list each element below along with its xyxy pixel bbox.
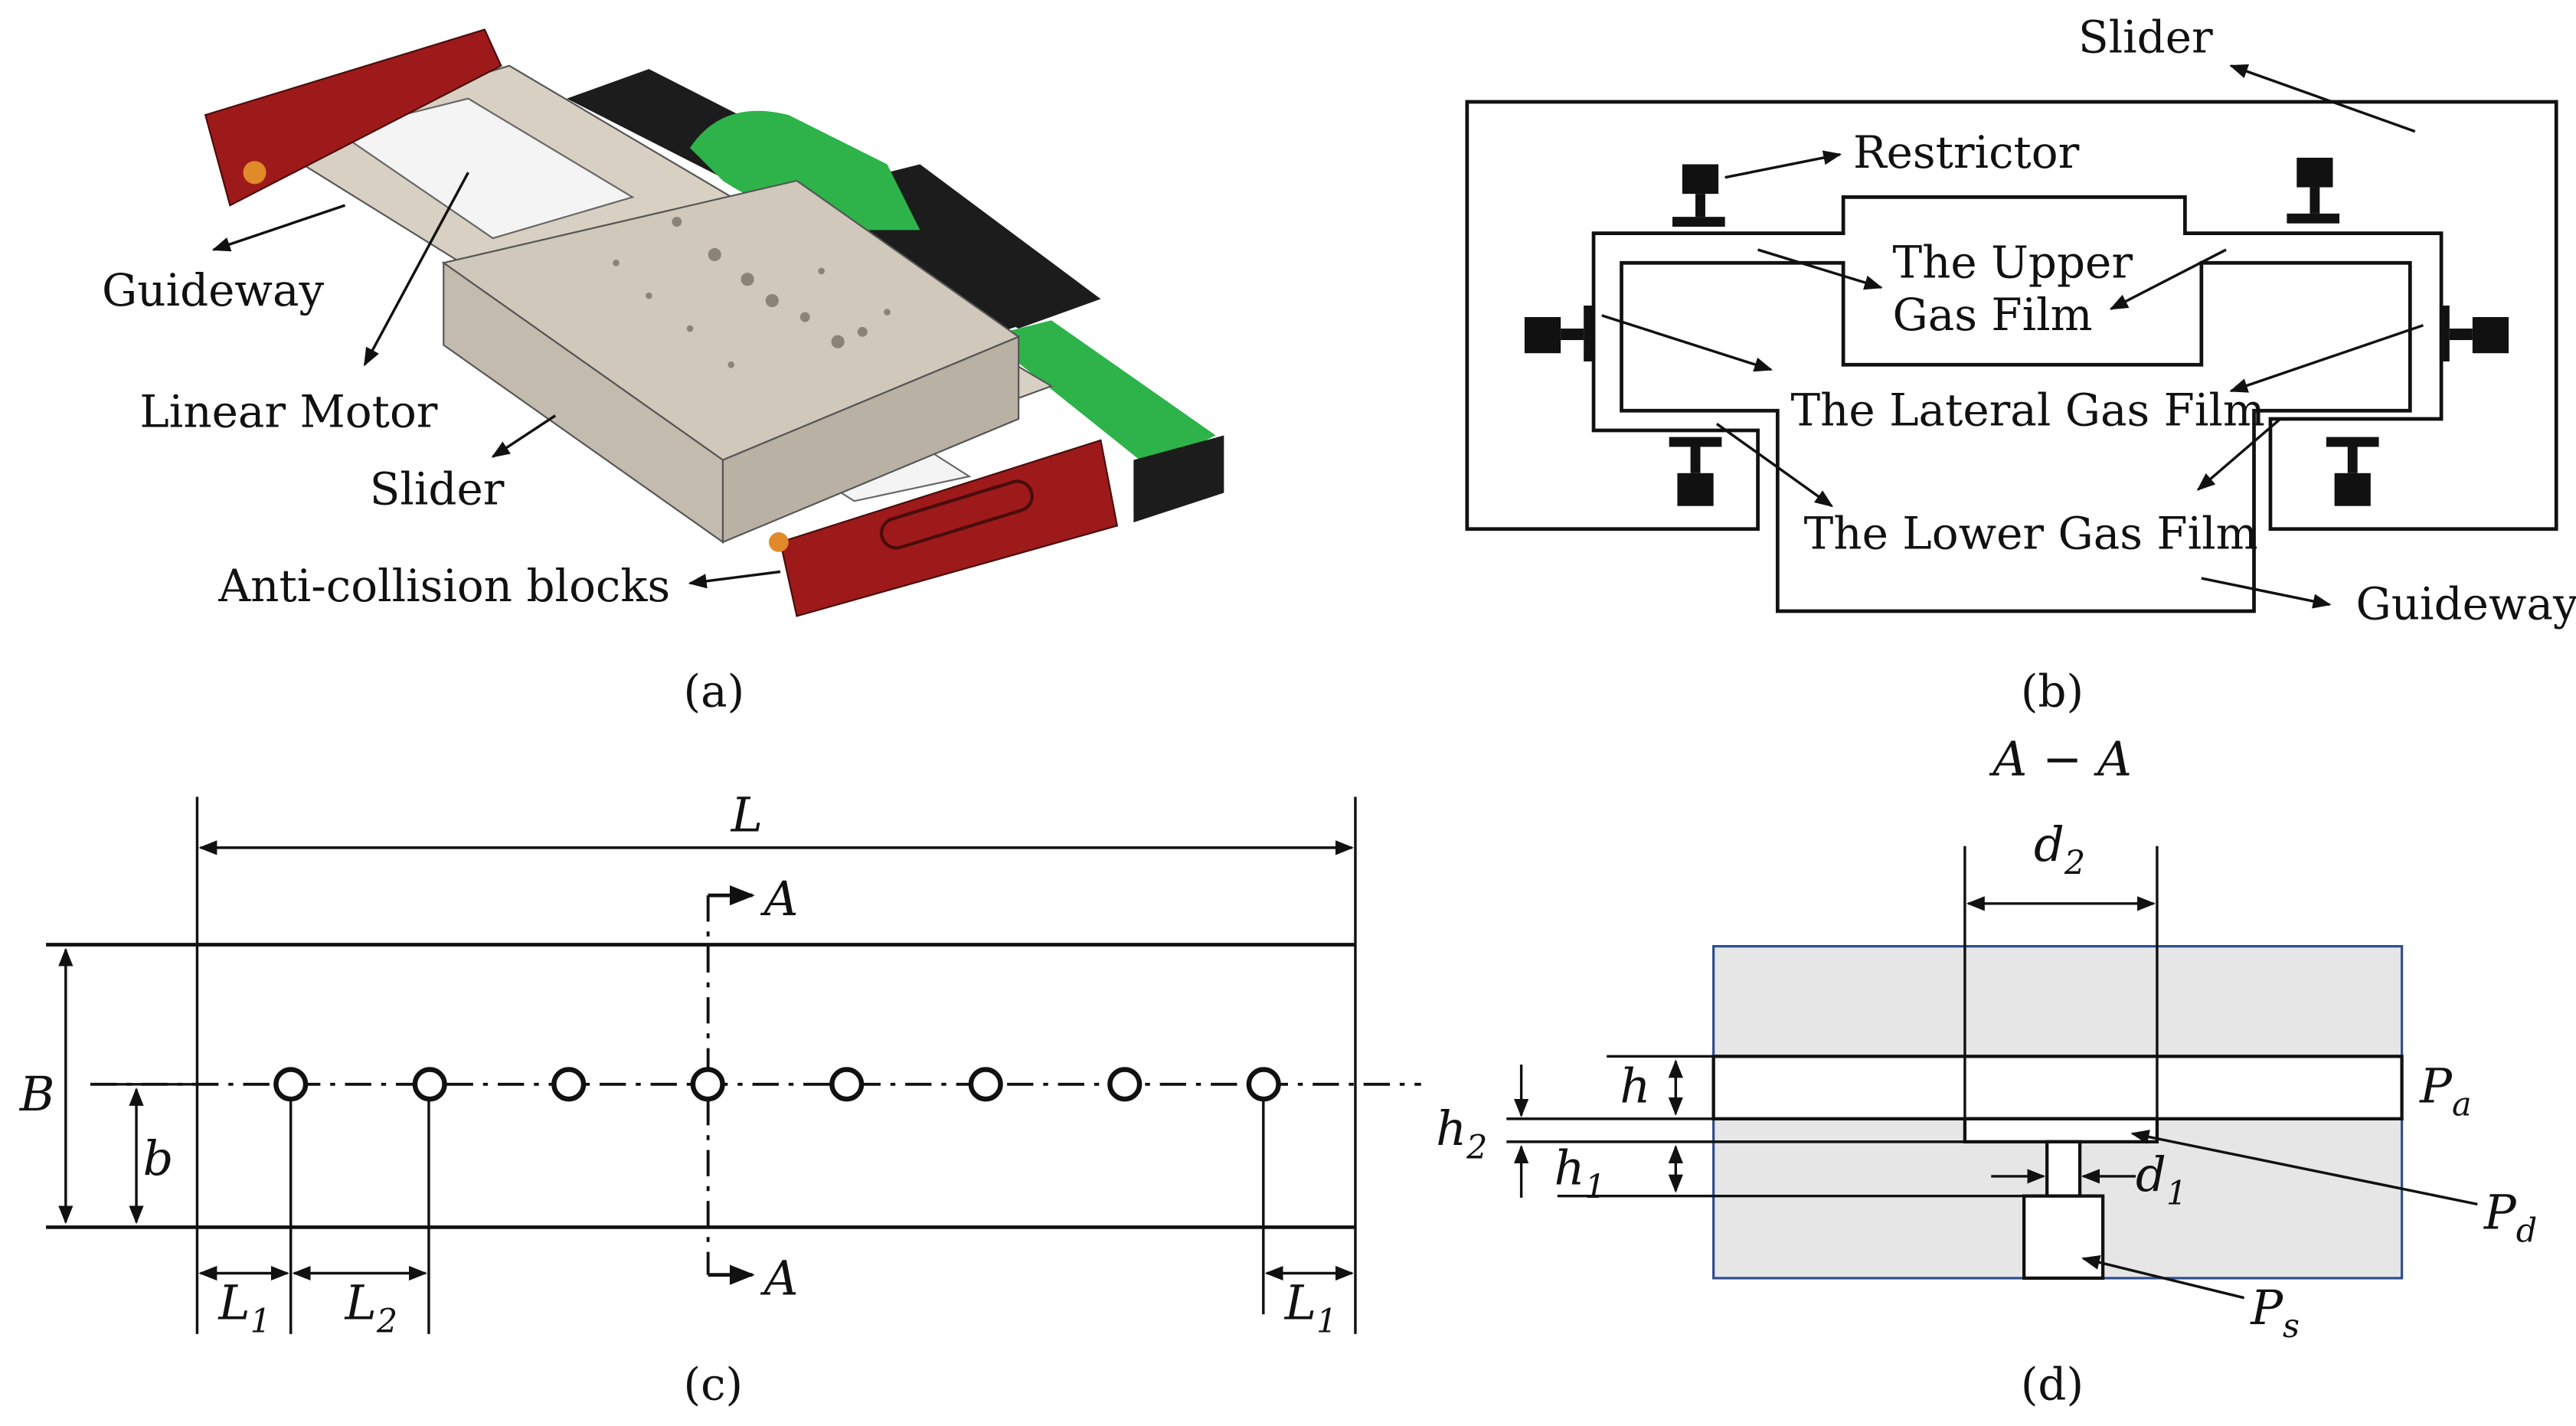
symbol-b: b [143, 1130, 174, 1186]
caption-b: (b) [2021, 665, 2084, 717]
section-title: A − A [1989, 731, 2132, 787]
end-plate-front [779, 439, 1119, 617]
symbol-L1-right: L1 [1284, 1275, 1338, 1341]
restrictor-bottom-right [2326, 437, 2379, 506]
motor-black-tail [1133, 435, 1224, 523]
symbol-Ps: Ps [2250, 1280, 2300, 1346]
label-upper-film-1: The Upper [1893, 237, 2133, 289]
orifice-5 [829, 1067, 865, 1102]
anti-collision-pin-back [243, 161, 266, 185]
label-anti-collision-blocks: Anti-collision blocks [217, 560, 670, 612]
symbol-L2: L2 [345, 1275, 398, 1341]
anti-collision-pin-front [769, 532, 789, 552]
slider-front-face [721, 335, 1020, 544]
label-guideway: Guideway [102, 264, 325, 316]
panel-d-section: A − A d2 h h2 h1 d1 Pa [1436, 731, 2537, 1411]
restrictor-top-left [1672, 164, 1725, 227]
caption-d: (d) [2021, 1359, 2084, 1411]
orifice-3 [551, 1067, 587, 1102]
carriage-white-back [335, 97, 635, 240]
label-slider: Slider [370, 463, 505, 515]
symbol-h1: h1 [1554, 1140, 1606, 1206]
restrictor-right [2439, 306, 2509, 361]
symbol-Pa: Pa [2419, 1058, 2471, 1123]
slider-holes [613, 217, 891, 368]
gas-film-gap [1711, 1055, 2404, 1120]
restrictor-left [1524, 306, 1594, 361]
label-lower-film: The Lower Gas Film [1804, 507, 2258, 559]
symbol-Pd: Pd [2483, 1185, 2537, 1251]
symbol-h2: h2 [1436, 1101, 1487, 1166]
restrictor-bottom-left [1669, 437, 1722, 506]
orifice-6 [968, 1067, 1003, 1102]
orifice-8 [1246, 1067, 1281, 1102]
motor-green-lower [986, 320, 1216, 469]
orifice-1 [273, 1067, 309, 1102]
label-b-guideway: Guideway [2356, 578, 2576, 630]
symbol-h: h [1620, 1058, 1650, 1114]
restrictor-top-right [2287, 157, 2340, 224]
caption-a: (a) [683, 665, 744, 717]
panel-b-schematic: Slider Restrictor The Upper Gas Film The… [1465, 11, 2576, 717]
symbol-B: B [19, 1066, 55, 1122]
orifice-7 [1107, 1067, 1143, 1102]
label-linear-motor: Linear Motor [139, 386, 437, 438]
motor-green-body [690, 110, 920, 231]
orifice-row [273, 1067, 1281, 1102]
symbol-A-bottom: A [760, 1250, 799, 1306]
label-lateral-film: The Lateral Gas Film [1790, 384, 2264, 437]
orifice-2 [412, 1067, 447, 1102]
label-restrictor: Restrictor [1853, 126, 2080, 178]
symbol-L1-left: L1 [217, 1275, 271, 1341]
label-b-slider: Slider [2078, 11, 2213, 64]
supply-chamber [2022, 1194, 2105, 1280]
caption-c: (c) [683, 1359, 743, 1411]
panel-c-top-view: L A A B b L1 L2 L1 (c) [19, 787, 1421, 1411]
symbol-A-top: A [760, 871, 799, 927]
recess-pocket [1963, 1117, 2159, 1144]
end-plate-slot [880, 479, 1034, 550]
symbol-L: L [731, 787, 763, 842]
orifice-4 [690, 1067, 725, 1102]
symbol-d1: d1 [2136, 1146, 2187, 1212]
symbol-d2: d2 [2034, 816, 2085, 882]
end-plate-back [204, 28, 502, 207]
panel-a-assembly: Guideway Linear Motor Slider Anti-collis… [102, 28, 1224, 717]
orifice-channel [2045, 1140, 2082, 1198]
label-upper-film-2: Gas Film [1893, 289, 2093, 341]
slider-outline [1465, 100, 2558, 531]
